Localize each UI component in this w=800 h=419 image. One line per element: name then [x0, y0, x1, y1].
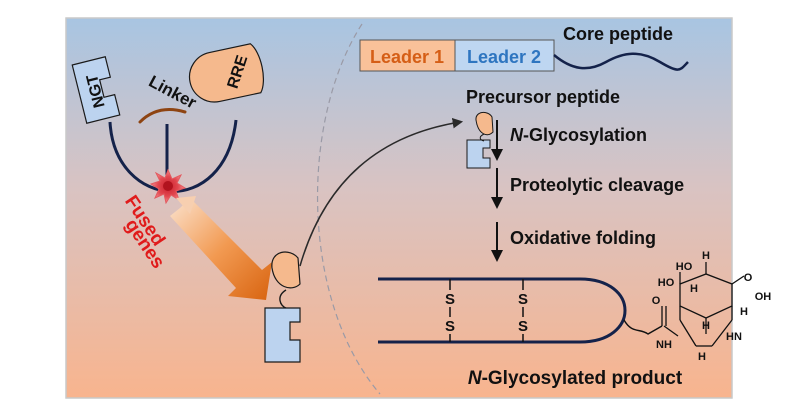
fused-protein-shape	[264, 251, 301, 363]
disulfide-s-label: S	[518, 291, 528, 308]
glycan-structure	[661, 262, 745, 347]
dashed-cell-boundary	[316, 23, 381, 395]
core-peptide-wave	[553, 52, 689, 71]
chem-h-label: H	[702, 250, 710, 262]
product-label-italic: N	[468, 368, 483, 389]
disulfide-bond-1: S S	[445, 279, 455, 342]
leader2-box	[454, 39, 555, 72]
panel-border	[65, 17, 733, 399]
sugar-linker-line	[623, 319, 663, 335]
chem-o-label: O	[744, 272, 753, 284]
glycan-atom-labels: HO H HO H O OH H O H NH HN H	[652, 250, 772, 363]
step-arrows	[491, 120, 503, 262]
core-peptide-label: Core peptide	[563, 24, 673, 44]
expression-arrow	[170, 196, 272, 300]
disulfide-bond-2: S S	[518, 279, 528, 342]
precursor-peptide-label: Precursor peptide	[466, 87, 620, 107]
step-proteolytic-label: Proteolytic cleavage	[510, 175, 684, 195]
product-label: N-Glycosylated product	[468, 368, 683, 389]
chem-h-label: H	[690, 283, 698, 295]
chem-h-label: H	[698, 351, 706, 363]
disulfide-s-label: S	[445, 318, 455, 335]
chem-ho-label: HO	[658, 277, 675, 289]
chem-h-label: H	[740, 306, 748, 318]
product-label-rest: -Glycosylated product	[482, 368, 683, 389]
leader2-label: Leader 2	[467, 47, 541, 67]
glycosylation-enzyme-icon	[466, 112, 494, 169]
leader1-label: Leader 1	[370, 47, 444, 67]
ngt-protein-shape: NGT	[71, 56, 121, 124]
pathway-connector-arrow	[299, 118, 464, 267]
rre-protein-shape: RRE	[188, 43, 265, 103]
step-glycosylation-rest: -Glycosylation	[523, 125, 647, 145]
chem-oh-label: OH	[755, 291, 772, 303]
disulfide-s-label: S	[518, 318, 528, 335]
disulfide-s-label: S	[445, 291, 455, 308]
fusion-burst-icon	[149, 168, 187, 205]
linker-line	[138, 108, 187, 124]
chem-h-label: H	[702, 320, 710, 332]
chem-ho-label: HO	[676, 261, 693, 273]
folded-peptide-loop	[378, 277, 627, 344]
chem-o-label: O	[652, 295, 661, 307]
step-glycosylation-label: N-Glycosylation	[510, 125, 647, 145]
chem-nh-label: NH	[656, 339, 672, 351]
step-glycosylation-italic: N	[510, 125, 524, 145]
chem-hn-label: HN	[726, 331, 742, 343]
panel-background	[66, 18, 732, 398]
step-oxidative-label: Oxidative folding	[510, 228, 656, 248]
